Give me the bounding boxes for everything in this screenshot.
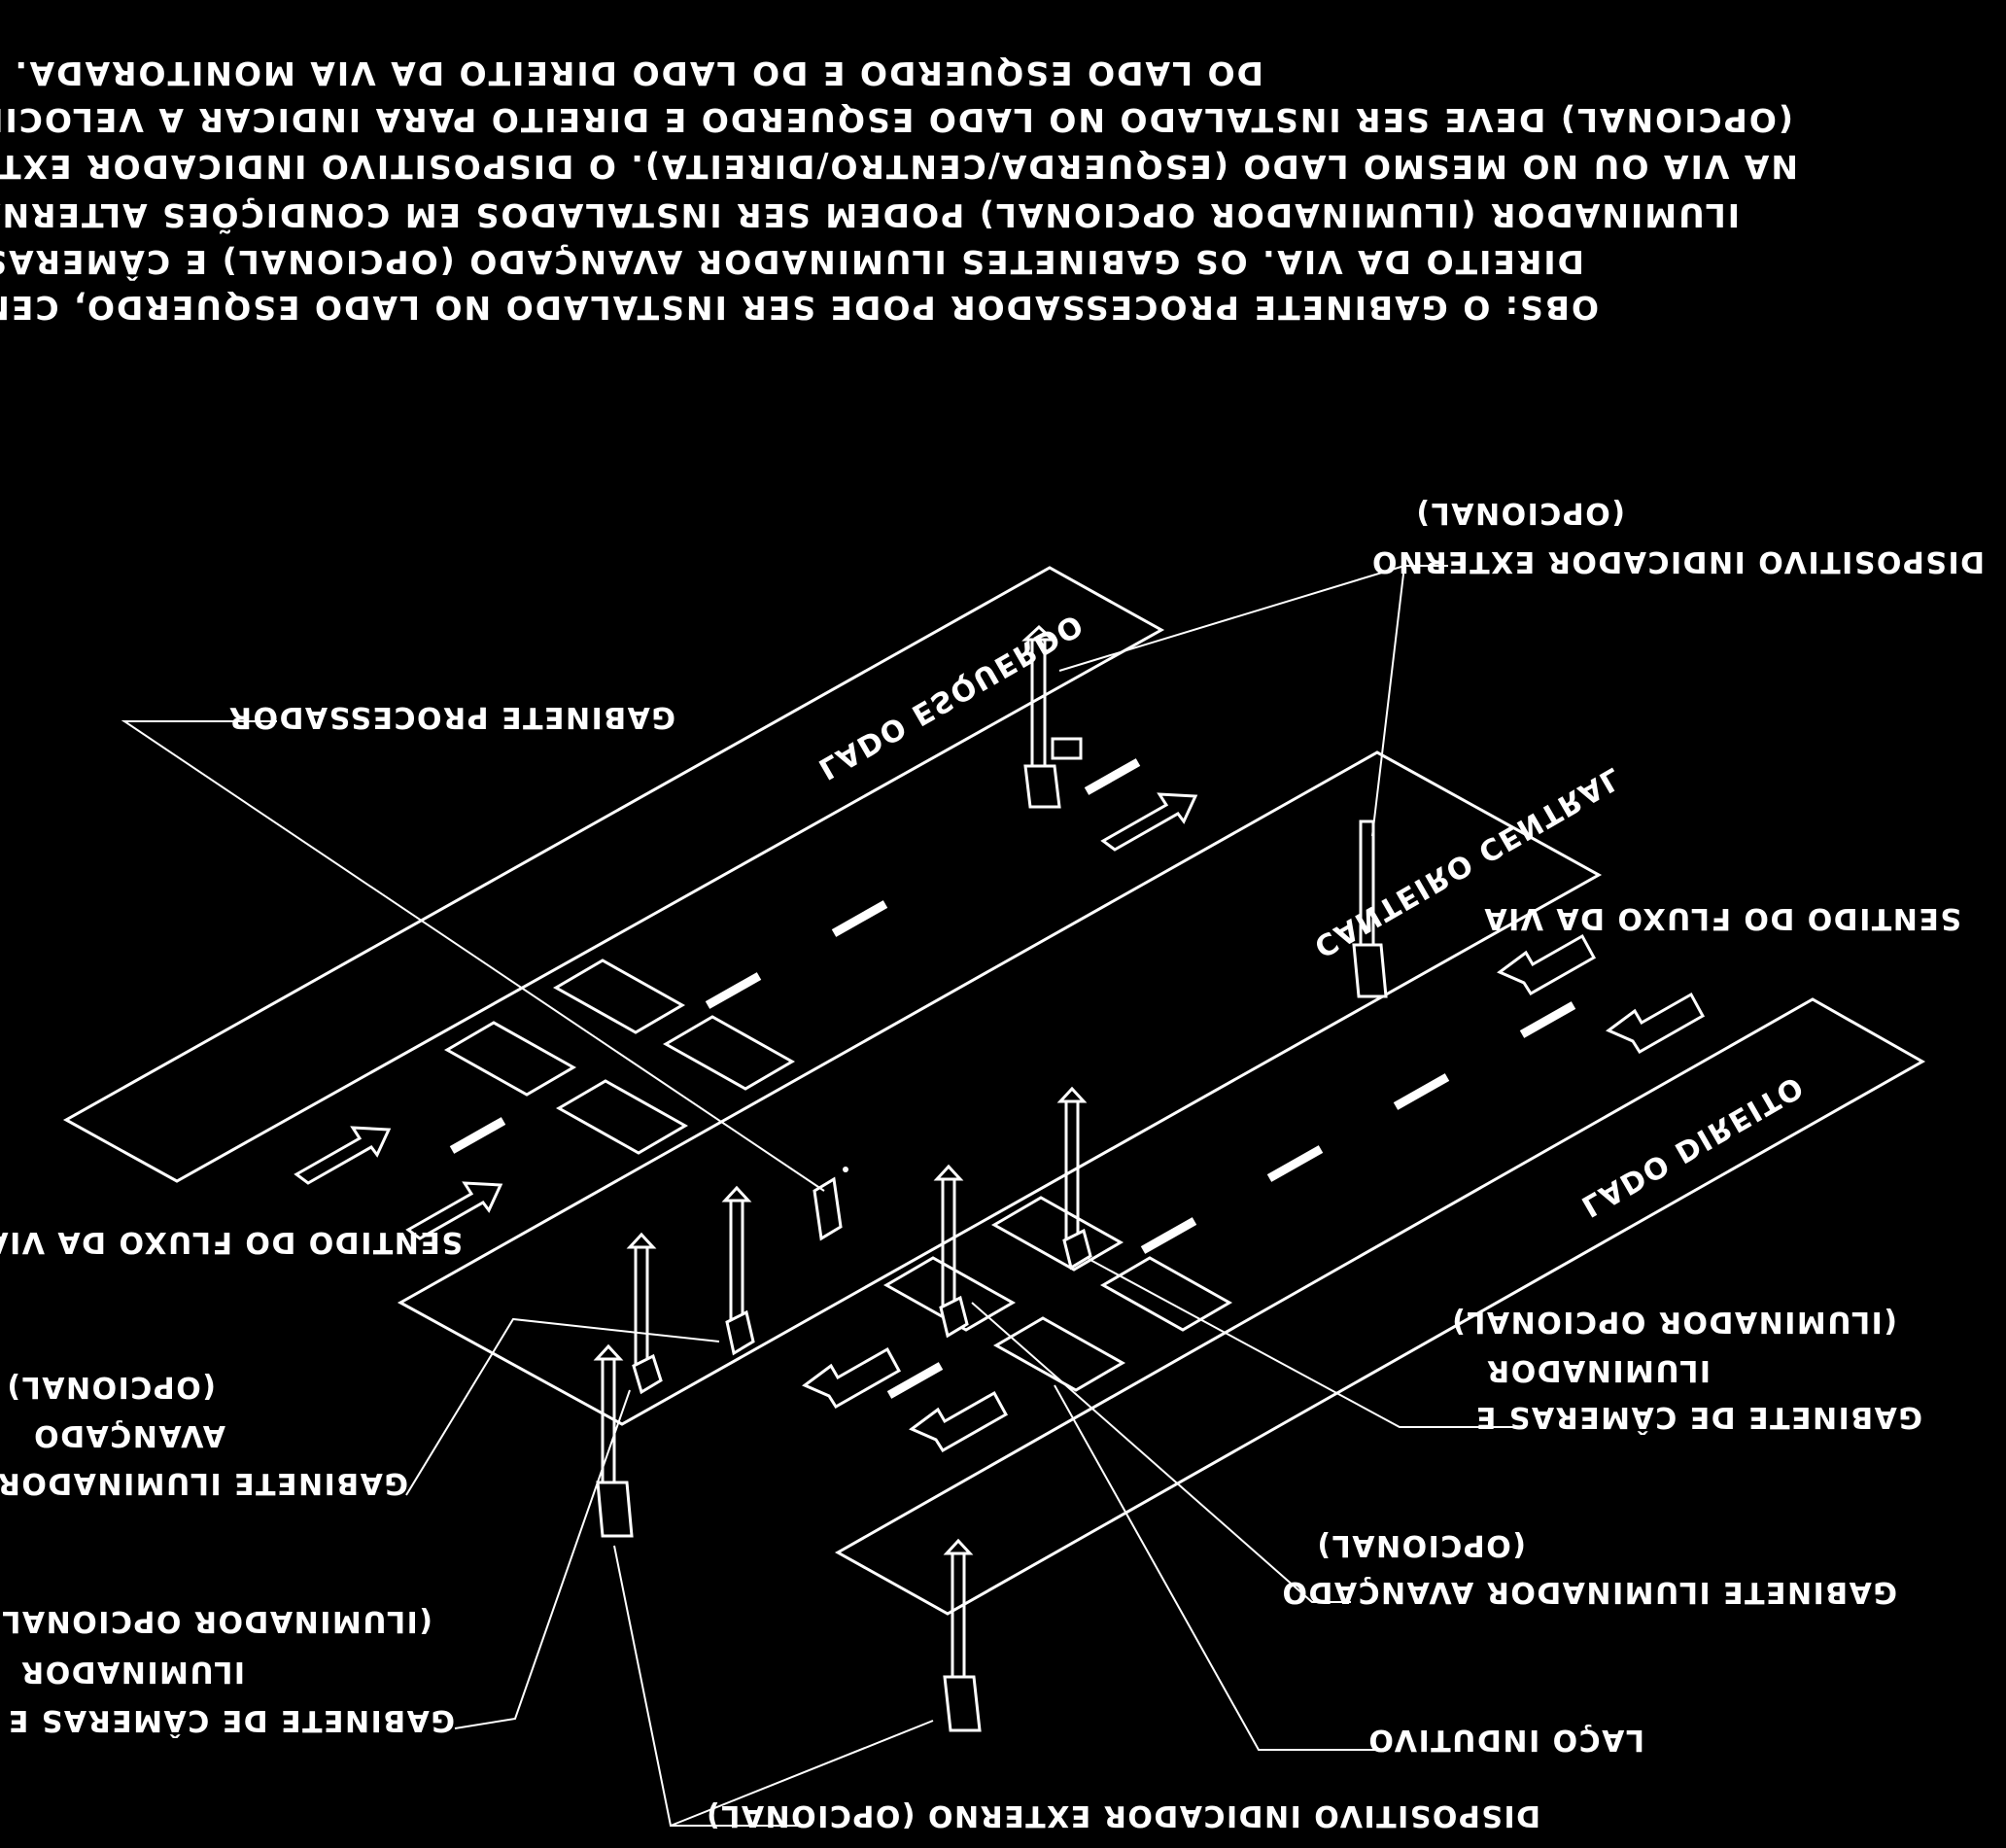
label-gab-cam-left-3: GABINETE DE CÂMERAS E bbox=[7, 1703, 455, 1738]
label-gab-ilum-right-1: (OPCIONAL) bbox=[1316, 1528, 1526, 1562]
inductive-loops bbox=[443, 959, 1233, 1392]
label-gab-cam-left-1: (ILUMINADOR OPCIONAL) bbox=[0, 1604, 432, 1638]
flow-arrows bbox=[294, 792, 1706, 1453]
flow-arrow-icon bbox=[294, 1126, 392, 1185]
label-gab-ilum-right-2: GABINETE ILUMINADOR AVANÇADO bbox=[1281, 1575, 1897, 1609]
leader-cam-left bbox=[454, 1389, 631, 1729]
leader-loop bbox=[1054, 1384, 1385, 1751]
leader-ilum-left bbox=[405, 1317, 720, 1496]
note-line-2: DIREITO DA VIA. OS GABINETES ILUMINADOR … bbox=[0, 243, 1584, 282]
left-side-strip bbox=[62, 566, 1165, 1183]
label-disp-bottom: DISPOSITIVO INDICADOR EXTERNO (OPCIONAL) bbox=[706, 1798, 1540, 1832]
inductive-loop bbox=[555, 1079, 689, 1155]
leader-ilum-right bbox=[971, 1302, 1351, 1603]
leader-display-median bbox=[1371, 565, 1448, 837]
roadway bbox=[62, 566, 1926, 1616]
leader-lines bbox=[121, 565, 1521, 1827]
note-line-6: DO LADO ESQUERDO E DO LADO DIREITO DA VI… bbox=[13, 54, 1263, 92]
label-gab-ilum-left-3: GABINETE ILUMINADOR bbox=[0, 1466, 408, 1500]
equipment bbox=[593, 624, 1388, 1732]
note-line-5: (OPCIONAL) DEVE SER INSTALADO NO LADO ES… bbox=[0, 101, 1793, 139]
label-laco-indutivo: LAÇO INDUTIVO bbox=[1367, 1723, 1644, 1757]
camera-pole bbox=[721, 1185, 755, 1356]
label-gab-ilum-left-2: AVANÇADO bbox=[33, 1418, 225, 1452]
label-sentido-right: SENTIDO DO FLUXO DA VIA bbox=[1483, 901, 1961, 935]
label-gab-cam-right-3: GABINETE DE CÂMERAS E bbox=[1474, 1400, 1922, 1435]
camera-pole bbox=[626, 1232, 663, 1395]
lane-dashes bbox=[449, 758, 1576, 1399]
inductive-loop bbox=[443, 1021, 577, 1097]
external-display-device-left bbox=[593, 1343, 634, 1538]
label-gabinete-processador: GABINETE PROCESSADOR bbox=[227, 700, 675, 734]
flow-arrow-icon bbox=[802, 1346, 902, 1410]
lane-dash bbox=[1266, 1145, 1324, 1182]
lane-dash bbox=[449, 1117, 506, 1154]
label-gab-cam-right-1: (ILUMINADOR OPCIONAL) bbox=[1451, 1305, 1897, 1339]
flow-arrow-icon bbox=[405, 1181, 503, 1240]
central-median bbox=[397, 750, 1603, 1426]
label-lado-esquerdo: LADO ESQUERDO bbox=[813, 607, 1089, 786]
lane-dash bbox=[886, 1362, 944, 1399]
lane-dash bbox=[831, 900, 888, 937]
flow-arrow-icon bbox=[1100, 792, 1198, 852]
label-disp-top-1: (OPCIONAL) bbox=[1415, 496, 1625, 530]
inductive-loop bbox=[992, 1316, 1126, 1392]
observation-note: OBS: O GABINETE PROCESSADOR PODE SER INS… bbox=[0, 54, 1798, 327]
flow-arrow-icon bbox=[909, 1390, 1009, 1453]
inductive-loop bbox=[990, 1196, 1124, 1272]
leader-processor bbox=[121, 720, 825, 1192]
label-sentido-left: SENTIDO DO FLUXO DA VIA bbox=[0, 1225, 463, 1259]
camera-pole bbox=[1056, 1086, 1092, 1271]
label-gab-ilum-left-1: (OPCIONAL) bbox=[6, 1370, 216, 1404]
external-display-device-bottom bbox=[943, 1538, 982, 1732]
note-line-3: ILUMINADOR (ILUMINADOR OPCIONAL) PODEM S… bbox=[0, 196, 1740, 235]
inductive-loop bbox=[1099, 1256, 1233, 1332]
external-display-device-top bbox=[1021, 624, 1083, 809]
right-side-strip bbox=[834, 997, 1926, 1616]
label-disp-top-2: DISPOSITIVO INDICADOR EXTERNO bbox=[1370, 544, 1985, 578]
inductive-loop bbox=[552, 959, 686, 1034]
inductive-loop bbox=[662, 1015, 796, 1091]
lane-dash bbox=[1140, 1217, 1197, 1254]
note-line-4: NA VIA OU NO MESMO LADO (ESQUERDA/CENTRO… bbox=[0, 148, 1798, 186]
leader-display-bottom-2 bbox=[670, 1720, 934, 1827]
label-gab-cam-left-2: ILUMINADOR bbox=[20, 1655, 245, 1689]
camera-pole bbox=[933, 1164, 969, 1339]
lane-dash bbox=[1084, 758, 1141, 795]
external-display-device-median bbox=[1352, 819, 1388, 998]
flow-arrow-icon bbox=[1606, 992, 1706, 1055]
flow-arrow-icon bbox=[1497, 933, 1597, 996]
note-line-1: OBS: O GABINETE PROCESSADOR PODE SER INS… bbox=[0, 289, 1599, 327]
lane-dash bbox=[1519, 1001, 1576, 1038]
label-gab-cam-right-2: ILUMINADOR bbox=[1486, 1353, 1711, 1387]
lane-dash bbox=[705, 972, 762, 1009]
processor-cabinet bbox=[813, 1167, 848, 1241]
lane-dash bbox=[1393, 1073, 1450, 1110]
inductive-loop bbox=[882, 1256, 1017, 1332]
leader-cam-right bbox=[1088, 1258, 1521, 1428]
